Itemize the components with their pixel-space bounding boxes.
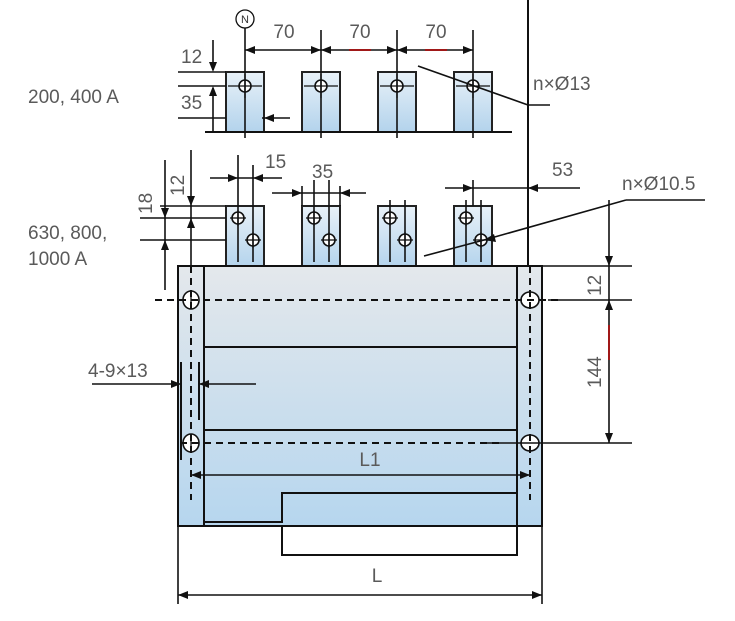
top-terminal-view: N 70 70 70 n×Ø13 12 35 200, 400 A (28, 0, 591, 180)
hole-callout-top: n×Ø13 (533, 74, 591, 95)
pitch-dimension: 70 (349, 22, 370, 43)
dim-L1: L1 (359, 450, 380, 471)
dim-144: 144 (585, 356, 606, 388)
width-dimension: 15 (265, 152, 286, 173)
neutral-marker: N (235, 9, 255, 29)
pitch-dimension: 70 (273, 22, 294, 43)
spacing-dimension: 35 (312, 162, 333, 183)
dim-12-left: 12 (168, 175, 189, 196)
breaker-body: 12 144 4-9×13 L1 L (88, 180, 632, 604)
svg-text:N: N (241, 14, 249, 26)
dim-12-right: 12 (585, 275, 606, 296)
hole-callout-bottom: n×Ø10.5 (622, 174, 695, 195)
dim-L: L (372, 566, 383, 587)
offset-dimension: 12 (181, 47, 202, 68)
offset-53-dimension: 53 (552, 160, 573, 181)
rating-label-high-cont: 1000 A (28, 249, 87, 270)
dim-18: 18 (136, 193, 157, 214)
pitch-dimension: 70 (425, 22, 446, 43)
mount-hole-callout: 4-9×13 (88, 361, 148, 382)
rating-label-low: 200, 400 A (28, 87, 119, 108)
rating-label-high: 630, 800, (28, 223, 107, 244)
offset-dimension: 35 (181, 93, 202, 114)
